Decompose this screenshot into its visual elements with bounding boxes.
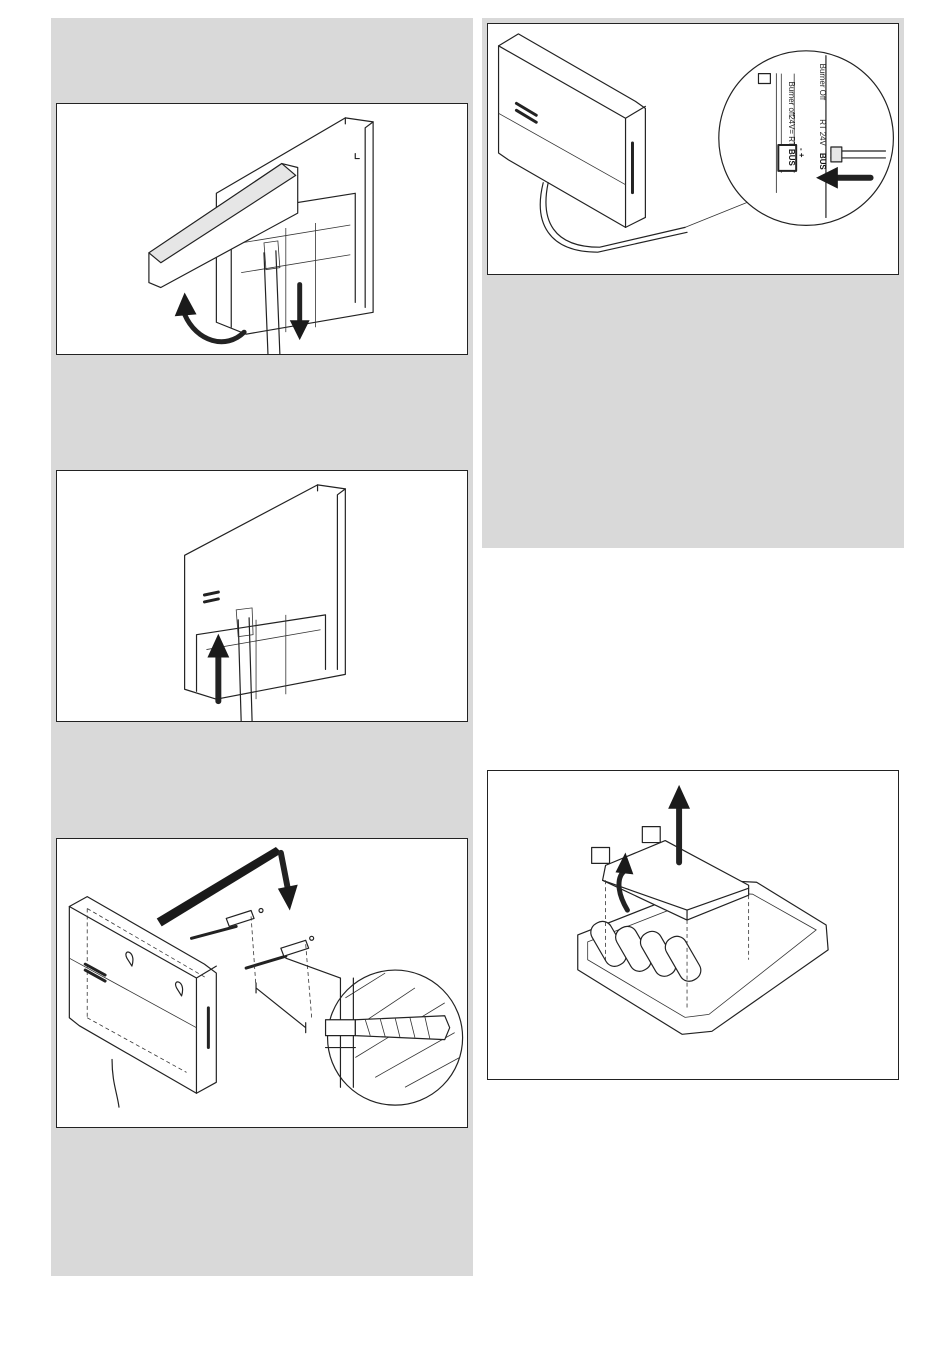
rt-24v-terminal: 24V= RT (787, 115, 796, 147)
rt-24v-header: RT 24V (818, 119, 827, 146)
bus-header: BUS (818, 153, 827, 170)
illustration-bus-wiring: Burner Off RT 24V BUS Burner off 24V= RT… (488, 24, 898, 274)
figure-remove-cover (56, 103, 468, 355)
figure-bus-wiring: Burner Off RT 24V BUS Burner off 24V= RT… (487, 23, 899, 275)
burner-off-terminal: Burner off (787, 82, 796, 117)
burner-off-header: Burner Off (818, 64, 827, 101)
figure-fit-cover (56, 470, 468, 722)
bus-polarity: - + (797, 148, 806, 158)
bus-terminal: BUS (787, 149, 796, 166)
illustration-fit-cover (57, 471, 467, 721)
illustration-wall-mounting (57, 839, 467, 1127)
illustration-battery-compartment (488, 771, 898, 1079)
figure-battery-compartment (487, 770, 899, 1080)
figure-wall-mounting (56, 838, 468, 1128)
illustration-remove-cover (57, 104, 467, 354)
